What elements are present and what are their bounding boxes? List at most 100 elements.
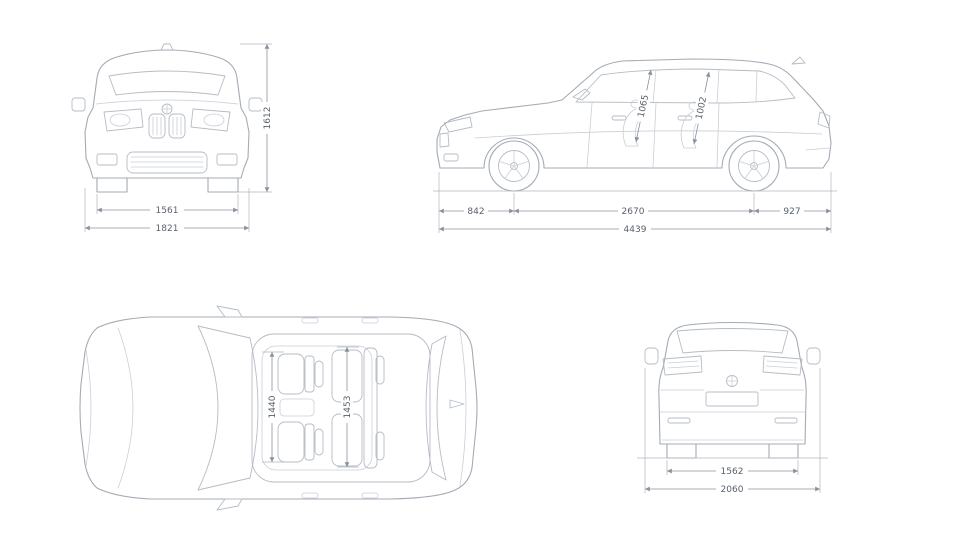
top-front-width-value: 1440 bbox=[268, 395, 278, 418]
rear-right-tire bbox=[768, 443, 799, 459]
top-rear-headrest-right bbox=[375, 431, 385, 461]
side-wheelbase-mask bbox=[618, 205, 648, 217]
side-overall-length-mask bbox=[619, 223, 651, 235]
front-kidney-grille-right bbox=[168, 113, 186, 139]
side-front-headroom-value: 1065 bbox=[637, 94, 652, 118]
rear-license-plate bbox=[705, 391, 759, 407]
side-front-wheel bbox=[488, 140, 540, 192]
rear-right-taillight bbox=[762, 355, 803, 376]
side-front-spokes bbox=[498, 150, 530, 179]
top-panorama-roof bbox=[261, 345, 373, 471]
front-height-label: 1612 bbox=[261, 102, 273, 134]
top-front-seat-right-back bbox=[304, 423, 315, 461]
front-view: 1612 1561 1821 bbox=[71, 43, 273, 234]
top-front-seat-left-headrest bbox=[314, 360, 324, 388]
side-dimensions: 842 2670 927 4439 bbox=[433, 172, 837, 235]
front-right-headlight bbox=[190, 108, 231, 132]
top-rear-headrest-left bbox=[375, 355, 385, 385]
side-extension-lines bbox=[438, 172, 832, 233]
rear-track-mask bbox=[716, 465, 748, 477]
top-roof-outline bbox=[251, 333, 431, 483]
front-grille-slats bbox=[152, 116, 182, 136]
front-left-headlight-lens bbox=[109, 113, 131, 127]
rear-track-value: 1562 bbox=[721, 467, 744, 477]
side-rear-headroom-mask bbox=[691, 91, 711, 125]
top-front-seat-left-cushion bbox=[277, 353, 305, 395]
rear-right-reflector bbox=[774, 417, 798, 424]
side-front-headroom-mask bbox=[633, 89, 653, 123]
rear-width-extension-lines bbox=[644, 368, 821, 493]
rear-window bbox=[676, 328, 789, 354]
rear-taillight-details bbox=[667, 360, 798, 369]
side-grille bbox=[439, 132, 450, 148]
side-rear-rim bbox=[738, 150, 770, 182]
top-tailgate-edge bbox=[459, 329, 467, 487]
front-right-mirror bbox=[248, 97, 263, 112]
front-body-outline bbox=[84, 49, 250, 179]
front-antenna-fin bbox=[160, 43, 174, 51]
side-glasshouse bbox=[575, 68, 796, 104]
rear-left-mirror bbox=[644, 347, 659, 365]
side-rear-overhang-value: 927 bbox=[783, 207, 800, 217]
top-rear-window bbox=[425, 335, 447, 481]
side-rear-overhang-mask bbox=[780, 205, 804, 217]
side-overall-length-value: 4439 bbox=[624, 225, 647, 235]
front-roundel-cross bbox=[161, 103, 173, 115]
side-view: 1065 1002 842 2670 927 4439 bbox=[433, 56, 837, 235]
top-dimensions: 1440 1453 bbox=[262, 346, 359, 468]
front-lower-intake bbox=[126, 151, 208, 174]
front-left-foglight bbox=[96, 153, 118, 166]
side-rear-headroom-label: 1002 bbox=[691, 91, 711, 125]
side-front-overhang-value: 842 bbox=[467, 207, 484, 217]
top-front-seat-right-cushion bbox=[277, 421, 305, 463]
top-front-seat-left-back bbox=[304, 355, 315, 393]
rear-view: 1562 2060 bbox=[637, 321, 828, 495]
front-windshield bbox=[108, 70, 226, 96]
top-door-handle-4 bbox=[361, 492, 379, 499]
side-antenna-fin bbox=[791, 56, 806, 65]
front-width-label-mask bbox=[150, 222, 184, 234]
front-height-label-mask bbox=[261, 102, 273, 134]
top-door-handle-1 bbox=[301, 317, 319, 324]
top-view: 1440 1453 bbox=[79, 305, 478, 511]
top-front-bumper-crease bbox=[85, 349, 92, 467]
side-character-line bbox=[474, 130, 823, 139]
rear-left-tire bbox=[666, 443, 697, 459]
side-taillight bbox=[817, 111, 831, 129]
rear-width-mask bbox=[716, 483, 748, 495]
top-rear-width-mask bbox=[341, 391, 353, 423]
side-pillar-lines bbox=[652, 68, 758, 104]
top-front-seat-right-headrest bbox=[314, 428, 324, 456]
side-front-overhang-mask bbox=[464, 205, 488, 217]
top-seats bbox=[277, 347, 385, 469]
top-rear-width-value: 1453 bbox=[343, 396, 353, 419]
side-wheelbase-value: 2670 bbox=[622, 207, 645, 217]
front-right-foglight bbox=[216, 153, 238, 166]
top-body-outline bbox=[79, 316, 478, 500]
rear-body-outline bbox=[658, 321, 807, 445]
top-front-width-mask bbox=[266, 391, 278, 423]
rear-width-value: 2060 bbox=[721, 485, 744, 495]
front-track-label-mask bbox=[150, 204, 184, 216]
front-dimensions: 1612 1561 1821 bbox=[84, 43, 273, 234]
top-right-mirror bbox=[216, 498, 243, 511]
side-rear-spokes bbox=[738, 150, 770, 179]
side-body-outline bbox=[436, 58, 832, 169]
top-rear-width-label: 1453 bbox=[341, 391, 353, 423]
side-door-seams bbox=[586, 102, 720, 169]
front-track-value: 1561 bbox=[156, 206, 179, 216]
side-rear-headroom-value: 1002 bbox=[695, 96, 710, 120]
front-height-value: 1612 bbox=[263, 107, 273, 130]
rear-left-reflector bbox=[667, 417, 691, 424]
front-right-tire bbox=[207, 177, 239, 193]
top-antenna-fin bbox=[449, 399, 465, 409]
front-left-mirror bbox=[71, 97, 86, 112]
side-rear-wheel bbox=[728, 140, 780, 192]
front-intake-slats bbox=[130, 156, 204, 168]
top-hood-crease bbox=[117, 327, 134, 489]
top-center-console bbox=[279, 398, 315, 417]
front-left-tire bbox=[96, 177, 128, 193]
top-rear-bench-back bbox=[363, 347, 378, 469]
